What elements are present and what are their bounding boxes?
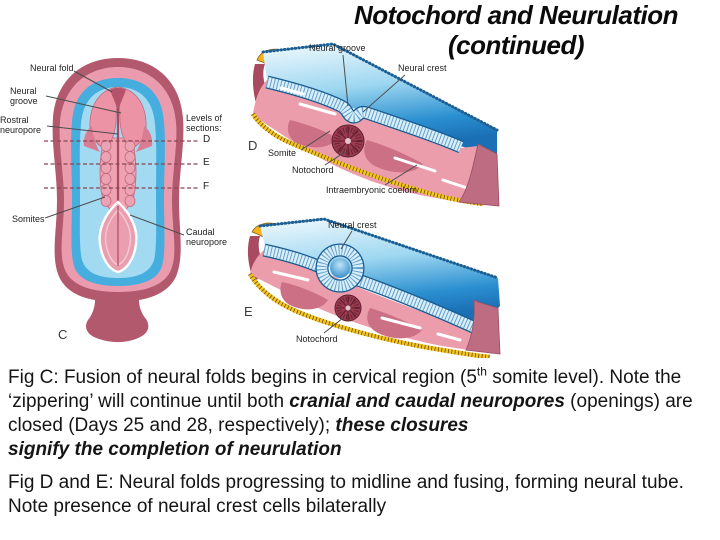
- leader-lines: [300, 54, 418, 186]
- caption-paragraph-fig-c: Fig C: Fusion of neural folds begins in …: [8, 364, 693, 460]
- figure-e: Neural crest E Notochord: [242, 216, 504, 358]
- lateral-wing-right: [136, 126, 153, 152]
- label-levels-of-sections: Levels of sections:: [186, 113, 223, 133]
- neural-tube-loop: [315, 243, 365, 293]
- leader-lines: [44, 70, 185, 236]
- caption-paragraph-fig-d-e: Fig D and E: Neural folds progressing to…: [8, 472, 684, 517]
- lateral-wing-left: [83, 126, 100, 152]
- label-neural-crest: Neural crest: [398, 63, 447, 73]
- somite-mass-right: [364, 140, 423, 173]
- panel-letter-d: D: [248, 138, 258, 153]
- surface-bead-rim: [258, 217, 500, 280]
- figure-e-illustration: [247, 217, 501, 358]
- label-level-d: D: [203, 134, 211, 145]
- label-neural-crest: Neural crest: [328, 220, 377, 230]
- label-intraembryonic-coelom: Intraembryonic coelom: [326, 185, 418, 195]
- ectoderm-surface: [263, 44, 497, 156]
- label-notochord: Notochord: [292, 165, 334, 175]
- leader-lines: [323, 230, 353, 334]
- slide-title-line1: Notochord and Neurulation: [353, 0, 679, 30]
- figure-c-illustration: [44, 58, 200, 343]
- slide-title-line2: (continued): [447, 30, 585, 60]
- label-somites: Somites: [12, 214, 45, 224]
- label-level-e: E: [203, 157, 210, 168]
- mesoderm-face: [250, 250, 482, 352]
- mesoderm-face: [253, 80, 478, 202]
- label-level-f: F: [203, 181, 210, 192]
- slide-title: Notochord and Neurulation (continued): [316, 0, 716, 60]
- neuroepithelium-band: [265, 75, 464, 153]
- notochord-rosette: [334, 294, 362, 322]
- somite-mass-left: [287, 120, 337, 148]
- panel-letter-e: E: [244, 304, 253, 319]
- somite-mass-left: [280, 282, 328, 310]
- section-level-lines: [44, 140, 200, 189]
- figure-d: Neural groove Neural crest D Somite Noto…: [245, 38, 501, 210]
- endoderm-line: [251, 112, 484, 207]
- coelom-slits: [272, 270, 462, 342]
- label-neural-groove: Neural groove: [309, 43, 366, 53]
- groove-apex: [110, 87, 126, 110]
- label-neural-groove: Neural groove: [10, 86, 38, 106]
- label-caudal-neuropore: Caudal neuropore: [186, 227, 228, 247]
- label-neural-fold: Neural fold: [30, 63, 74, 73]
- somite-bumps: [100, 140, 136, 207]
- label-notochord: Notochord: [296, 334, 338, 344]
- figure-d-illustration: [251, 42, 500, 207]
- label-rostral-neuropore: Rostral neuropore: [0, 115, 42, 135]
- label-somite: Somite: [268, 148, 297, 158]
- panel-letter-c: C: [58, 327, 68, 342]
- caption: Fig C: Fusion of neural folds begins in …: [8, 366, 712, 519]
- coelom-slits: [279, 86, 469, 190]
- somite-rosette: [331, 124, 365, 158]
- endoderm-line: [248, 272, 491, 358]
- right-face: [465, 299, 501, 355]
- ectoderm-surface: [260, 219, 500, 328]
- somite-mass-right: [367, 308, 422, 339]
- surface-bead-rim: [261, 42, 499, 132]
- right-face: [458, 143, 500, 207]
- figure-c: Neural fold Neural groove Rostral neurop…: [0, 30, 240, 362]
